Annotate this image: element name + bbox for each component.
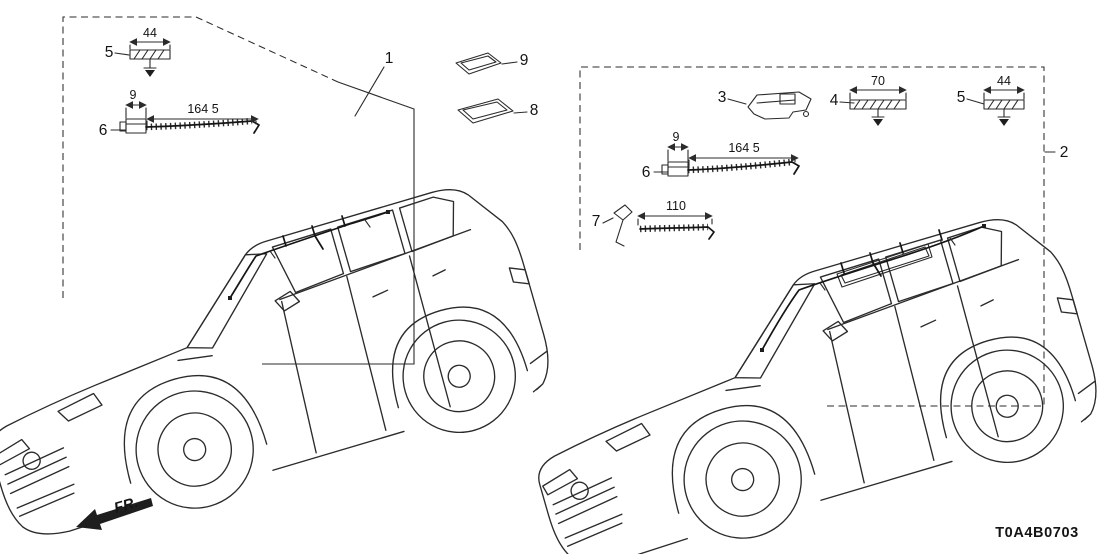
part-clip-44-right xyxy=(983,86,1025,126)
fr-direction: FR. xyxy=(76,494,153,530)
callout-5-right: 5 xyxy=(957,89,966,106)
dim-110: 110 xyxy=(666,199,686,213)
leader-5-left xyxy=(114,52,130,56)
callout-6-right: 6 xyxy=(642,164,651,181)
fr-label: FR. xyxy=(112,494,140,517)
part-clip-44-left xyxy=(129,38,171,77)
part-clip-7 xyxy=(613,204,715,247)
callout-3: 3 xyxy=(718,89,727,106)
callout-8: 8 xyxy=(530,102,539,119)
leader-1 xyxy=(354,66,385,117)
roof-harness-left xyxy=(228,210,390,300)
vehicle-right xyxy=(503,202,1108,554)
view-frame-right xyxy=(579,66,1045,407)
part-connector-6-left xyxy=(119,101,260,134)
part-pad-8 xyxy=(457,98,514,124)
leader-4 xyxy=(839,101,855,104)
dim-164-right: 164 5 xyxy=(728,141,759,155)
dim-70: 70 xyxy=(871,74,885,88)
part-clip-70 xyxy=(849,86,907,126)
part-connector-6-right xyxy=(661,143,800,177)
leader-9 xyxy=(501,61,518,65)
dim-164-left: 164 5 xyxy=(187,102,218,116)
part-pad-9 xyxy=(455,52,502,75)
callout-4: 4 xyxy=(830,92,839,109)
leader-3 xyxy=(727,98,747,105)
leader-5-right xyxy=(966,98,985,105)
callout-1: 1 xyxy=(385,50,394,67)
dim-9-left: 9 xyxy=(130,88,137,102)
dim-44-right: 44 xyxy=(997,74,1011,88)
view-frame-left xyxy=(62,16,415,365)
diagram-code: T0A4B0703 xyxy=(995,525,1079,541)
sunroof-outline xyxy=(836,243,933,288)
roof-harness-right xyxy=(760,224,986,352)
part-bracket-3 xyxy=(747,91,812,120)
dim-44-left: 44 xyxy=(143,26,157,40)
callout-7: 7 xyxy=(592,213,601,230)
callout-6-left: 6 xyxy=(99,122,108,139)
fr-arrow-icon xyxy=(76,498,153,530)
leader-7 xyxy=(602,217,614,224)
callout-2: 2 xyxy=(1060,144,1069,161)
callout-5-left: 5 xyxy=(105,44,114,61)
leader-8 xyxy=(513,111,528,114)
callout-9: 9 xyxy=(520,52,529,69)
dim-9-right: 9 xyxy=(673,130,680,144)
